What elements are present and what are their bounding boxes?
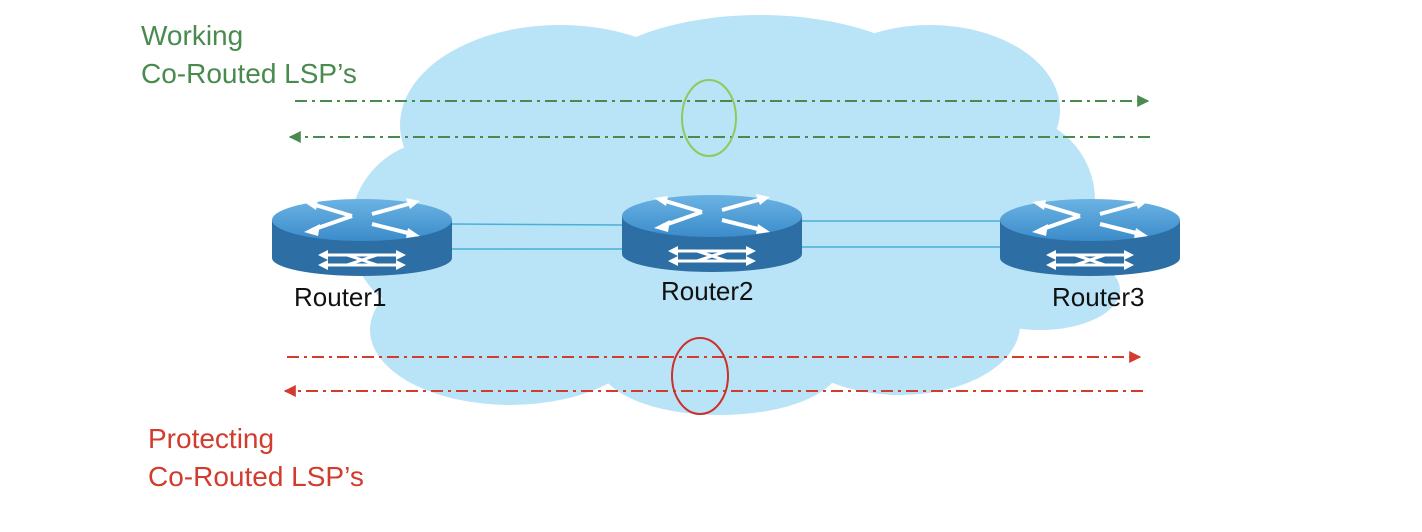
protecting-lsp-ellipse: [671, 337, 729, 415]
router3-label: Router3: [1052, 282, 1145, 312]
router-links: [440, 220, 1003, 250]
working-lsp-label: Working Co-Routed LSP’s: [141, 17, 357, 93]
protecting-label-line2: Co-Routed LSP’s: [148, 461, 364, 492]
router2-label: Router2: [661, 276, 754, 306]
router3-icon: [1000, 198, 1180, 276]
working-label-line1: Working: [141, 20, 244, 51]
working-label-line2: Co-Routed LSP’s: [141, 58, 357, 89]
router1-label: Router1: [294, 282, 387, 312]
working-lsp-ellipse: [681, 79, 737, 157]
router2-icon: [622, 194, 802, 272]
router1-icon: [272, 198, 452, 276]
protecting-lsp-label: Protecting Co-Routed LSP’s: [148, 420, 364, 496]
protecting-label-line1: Protecting: [148, 423, 275, 454]
